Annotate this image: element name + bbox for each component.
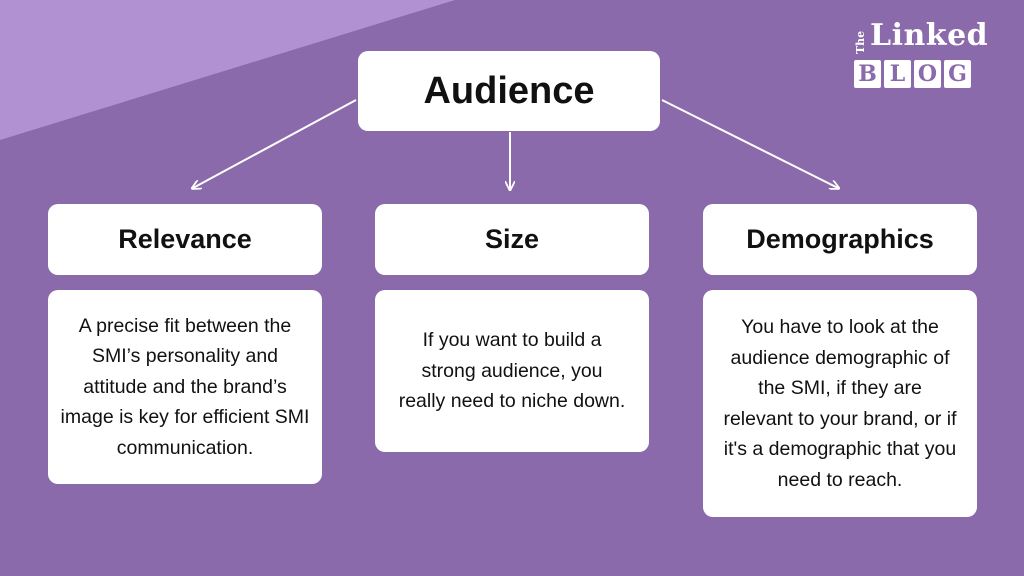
logo-letter-o: O: [914, 60, 941, 88]
logo-letter-b: B: [854, 60, 881, 88]
description-text: A precise fit between the SMI’s personal…: [60, 314, 310, 459]
description-demographics: You have to look at the audience demogra…: [703, 290, 977, 517]
description-size: If you want to build a strong audience, …: [375, 290, 649, 452]
the-linked-blog-logo: The Linked B L O G: [852, 18, 1002, 92]
heading-label: Demographics: [746, 224, 934, 254]
logo-the: The: [854, 30, 867, 54]
heading-label: Size: [484, 224, 540, 254]
logo-linked: Linked: [870, 18, 989, 53]
heading-size: Size: [375, 204, 649, 275]
root-label: Audience: [423, 69, 595, 112]
heading-demographics: Demographics: [703, 204, 977, 275]
logo-blog: B L O G: [854, 60, 971, 88]
description-relevance: A precise fit between the SMI’s personal…: [48, 290, 322, 484]
description-text: If you want to build a strong audience, …: [398, 329, 626, 413]
description-text: You have to look at the audience demogra…: [723, 316, 957, 491]
arrow-to-demographics: [661, 99, 838, 188]
heading-label: Relevance: [118, 224, 252, 254]
accent-triangle: [0, 0, 455, 140]
logo-letter-g: G: [944, 60, 971, 88]
arrow-to-relevance: [193, 99, 357, 188]
heading-relevance: Relevance: [48, 204, 322, 275]
root-node-audience: Audience: [358, 51, 660, 131]
logo-letter-l: L: [884, 60, 911, 88]
